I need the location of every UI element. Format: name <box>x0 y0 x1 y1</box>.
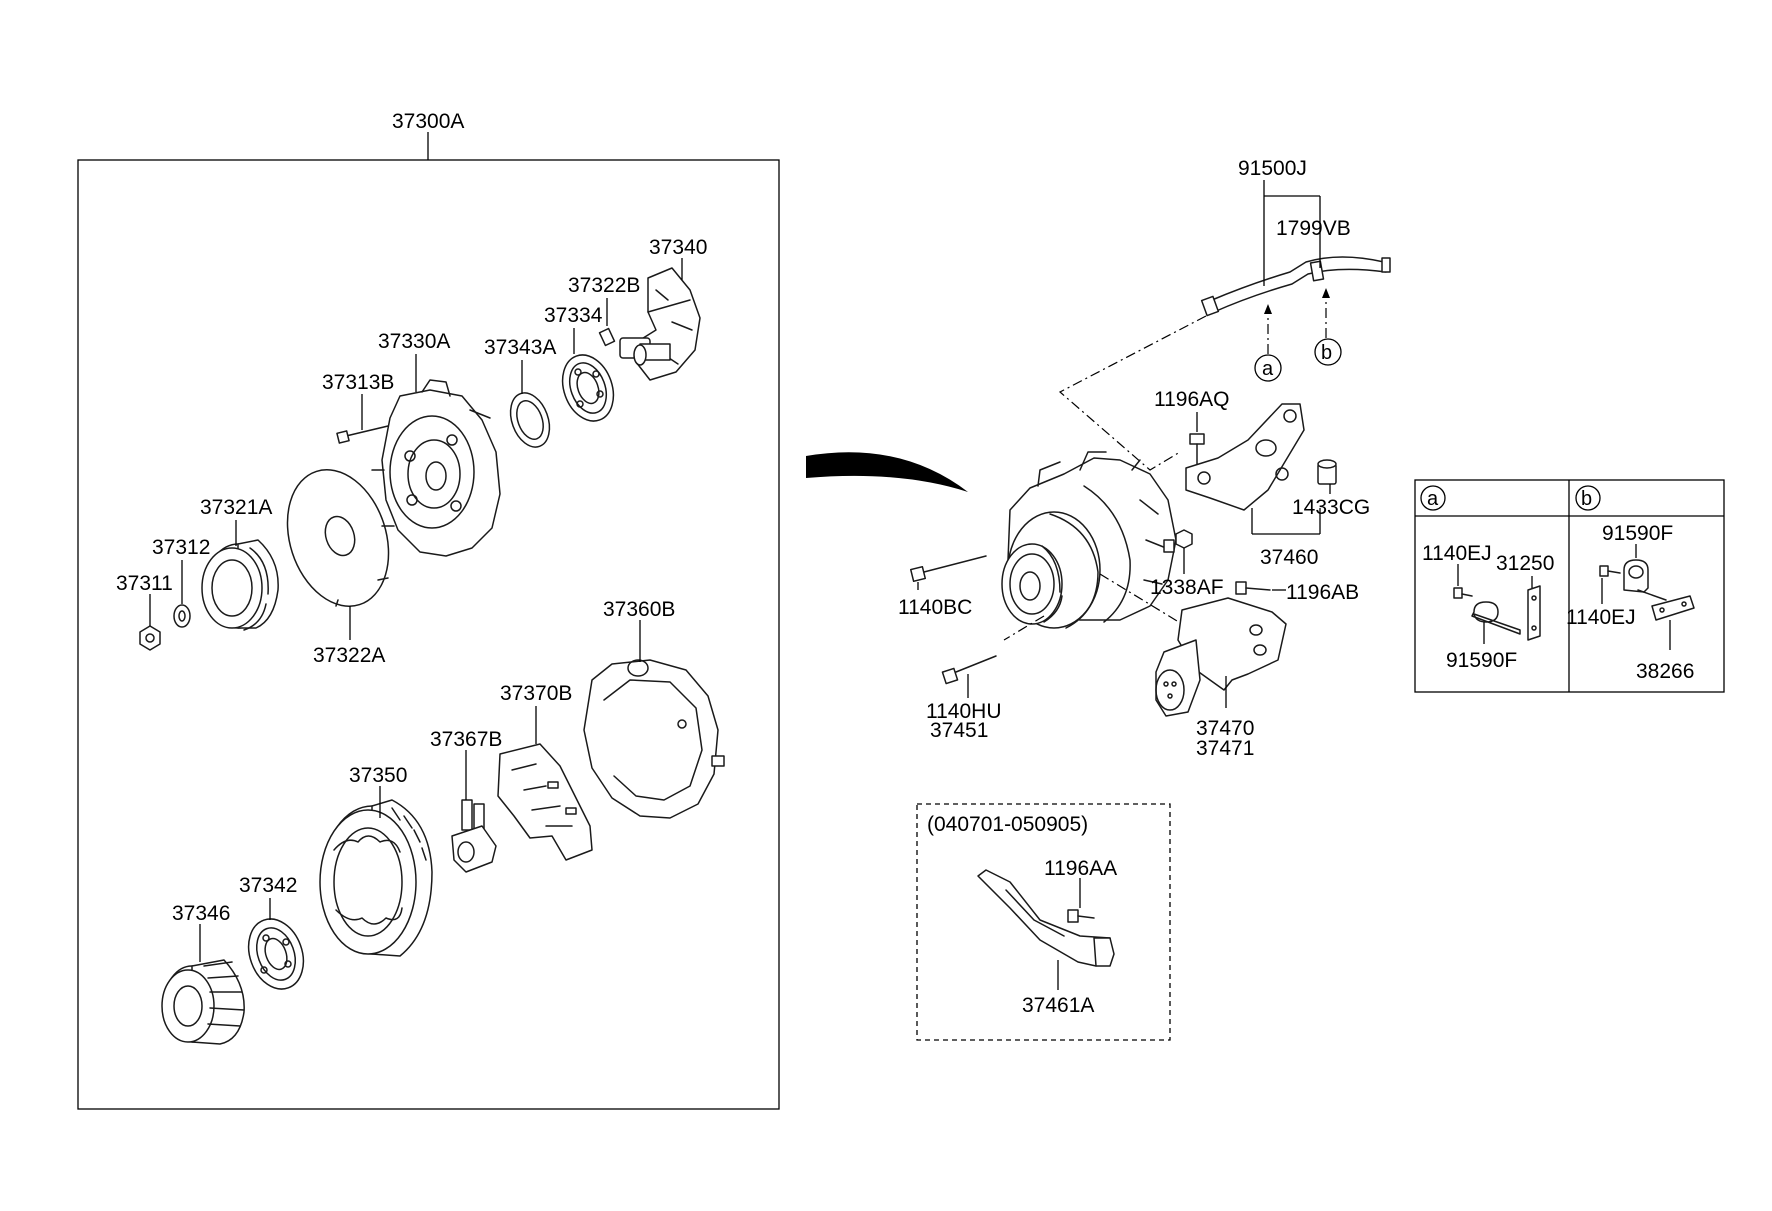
part-washer-37312 <box>173 604 191 628</box>
label-37346: 37346 <box>172 902 230 925</box>
label-37451: 37451 <box>930 719 988 742</box>
part-bolt-1196AA <box>1067 909 1095 923</box>
part-front-housing-37330A <box>381 379 501 557</box>
detail-b-label-38266: 38266 <box>1636 660 1694 683</box>
callout-b: b <box>1321 342 1332 364</box>
part-bolt-37313B <box>336 425 389 444</box>
part-brush-holder-37367B <box>451 799 497 873</box>
part-pulley-37321A <box>201 539 279 631</box>
label-37330A: 37330A <box>378 330 450 353</box>
label-37471: 37471 <box>1196 737 1254 760</box>
part-rear-housing-37360B <box>583 659 725 819</box>
detail-a-parts <box>1453 585 1541 641</box>
part-rectifier-37370B <box>497 743 593 861</box>
alternator-assembly-frame: 37300A <box>77 110 780 1110</box>
part-bolt-1196AQ <box>1189 433 1205 467</box>
detail-b-label-91590F: 91590F <box>1602 522 1673 545</box>
part-nut-37311 <box>139 625 161 651</box>
part-bearing-37334 <box>561 354 615 422</box>
label-37322A: 37322A <box>313 644 385 667</box>
label-37367B: 37367B <box>430 728 502 751</box>
detail-b-label-1140EJ: 1140EJ <box>1566 606 1636 629</box>
label-37334: 37334 <box>544 304 603 327</box>
label-91500J: 91500J <box>1238 157 1307 180</box>
label-1799VB: 1799VB <box>1276 217 1351 240</box>
part-key-37322B <box>598 327 616 347</box>
label-37370B: 37370B <box>500 682 572 705</box>
part-bolt-1140HU <box>941 655 997 685</box>
part-bushing-1433CG <box>1317 459 1337 485</box>
label-37342: 37342 <box>239 874 297 897</box>
part-fan-37322A <box>286 469 395 607</box>
variant-box: (040701-050905) 1196AA 37461A <box>916 803 1171 1041</box>
part-stator-37350 <box>319 799 433 957</box>
label-date-range: (040701-050905) <box>927 813 1088 836</box>
label-1433CG: 1433CG <box>1292 496 1370 519</box>
label-1140BC: 1140BC <box>898 596 972 619</box>
label-37460: 37460 <box>1260 546 1318 569</box>
part-bearing-37342 <box>247 918 305 990</box>
label-37313B: 37313B <box>322 371 394 394</box>
label-37321A: 37321A <box>200 496 272 519</box>
part-nut-1338AF <box>1175 529 1193 549</box>
label-1196AA: 1196AA <box>1044 857 1117 880</box>
label-1338AF: 1338AF <box>1150 576 1224 599</box>
part-bolt-1140BC <box>909 555 987 583</box>
label-37340: 37340 <box>649 236 707 259</box>
detail-b-header: b <box>1581 488 1592 510</box>
detail-table: a b 1140EJ 31250 91590F 91590F <box>1414 479 1725 693</box>
part-pulley-37346 <box>161 959 245 1045</box>
label-37311: 37311 <box>116 572 173 595</box>
part-bolt-1196AB <box>1235 581 1271 595</box>
part-bracket-37461A <box>977 869 1115 967</box>
detail-a-label-1140EJ: 1140EJ <box>1422 542 1492 565</box>
label-37461A: 37461A <box>1022 994 1094 1017</box>
label-37350: 37350 <box>349 764 407 787</box>
callout-a: a <box>1262 358 1274 380</box>
label-37322B: 37322B <box>568 274 640 297</box>
label-1196AQ: 1196AQ <box>1154 388 1230 411</box>
label-37300A: 37300A <box>392 110 464 133</box>
label-37360B: 37360B <box>603 598 675 621</box>
assembly-direction-arrow <box>806 452 968 492</box>
detail-a-label-31250: 31250 <box>1496 552 1554 575</box>
label-1140HU: 1140HU <box>926 700 1002 723</box>
part-bracket-37470 <box>1155 597 1287 717</box>
label-37312: 37312 <box>152 536 210 559</box>
part-seal-37343A <box>509 392 551 448</box>
detail-b-parts <box>1599 559 1695 621</box>
part-alternator-main <box>1001 451 1177 629</box>
part-bracket-37460 <box>1185 403 1305 511</box>
label-37343A: 37343A <box>484 336 556 359</box>
label-1196AB: 1196AB <box>1286 581 1359 604</box>
label-37470: 37470 <box>1196 717 1254 740</box>
part-wiring-91500J <box>1200 256 1391 317</box>
detail-a-header: a <box>1427 488 1439 510</box>
detail-a-label-91590F: 91590F <box>1446 649 1517 672</box>
part-rotor-37340 <box>619 267 701 381</box>
